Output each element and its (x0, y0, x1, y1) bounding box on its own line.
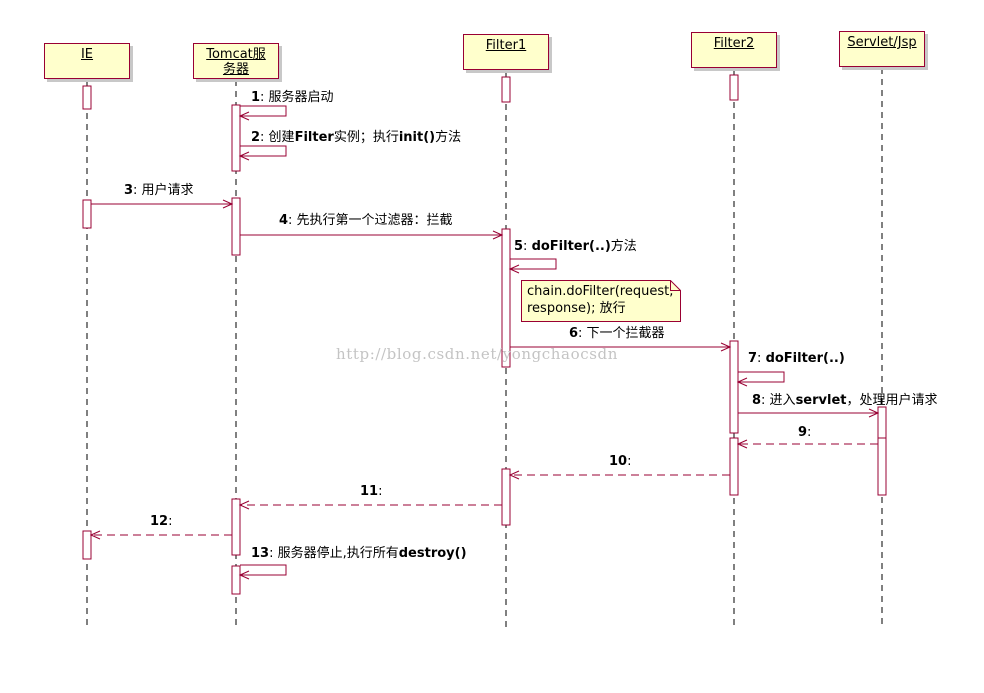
message-label-part: : 服务器停止,执行所有 (269, 546, 399, 561)
message-label-m8: 8: 进入servlet，处理用户请求 (752, 393, 938, 409)
arrowhead-m12 (89, 530, 101, 540)
message-label-part: : 下一个拦截器 (578, 326, 665, 341)
arrowhead-m5 (508, 264, 520, 274)
arrowhead-m8 (868, 408, 880, 418)
message-label-m6: 6: 下一个拦截器 (569, 326, 665, 342)
message-arrow-m5[interactable] (510, 258, 557, 270)
message-label-part: : (807, 425, 812, 440)
lane-head-filter1[interactable]: Filter1 (463, 34, 549, 70)
message-label-part: 6 (569, 326, 579, 341)
activation-ie-2 (82, 530, 92, 560)
message-label-part: : (627, 454, 632, 469)
message-label-m3: 3: 用户请求 (124, 183, 194, 199)
message-label-part: doFilter(..) (765, 351, 845, 366)
message-label-part: 9 (798, 425, 808, 440)
activation-servlet-14 (877, 437, 887, 496)
message-label-part: 3 (124, 183, 134, 198)
arrowhead-m11 (238, 500, 250, 510)
message-label-part: 2 (251, 130, 261, 145)
message-label-part: : 服务器启动 (260, 90, 334, 105)
arrowhead-m6 (720, 342, 732, 352)
message-label-m10: 10: (609, 454, 631, 470)
message-label-part: : 创建 (260, 130, 295, 145)
message-arrow-m7[interactable] (738, 371, 785, 383)
message-label-part: destroy() (398, 546, 467, 561)
message-label-m5: 5: doFilter(..)方法 (514, 239, 637, 255)
message-label-part: doFilter(..) (531, 239, 611, 254)
activation-filter2-11 (729, 340, 739, 434)
message-label-part: : (523, 239, 532, 254)
activation-tomcat-3 (231, 104, 241, 172)
message-label-part: : 进入 (761, 393, 796, 408)
message-label-part: servlet (795, 393, 847, 408)
message-label-part: : (378, 484, 383, 499)
activation-tomcat-6 (231, 565, 241, 595)
activation-ie-0 (82, 85, 92, 110)
lane-name-filter1: Filter1 (485, 38, 527, 53)
lane-name-servlet: Servlet/Jsp (847, 35, 917, 50)
arrowhead-m7 (736, 377, 748, 387)
message-label-m2: 2: 创建Filter实例；执行init()方法 (251, 130, 461, 146)
arrowhead-m10 (508, 470, 520, 480)
message-label-part: 4 (279, 213, 289, 228)
watermark-url: http://blog.csdn.net/yongchaocsdn (336, 345, 618, 363)
message-arrow-m13[interactable] (240, 564, 287, 576)
activation-filter1-9 (501, 468, 511, 526)
message-label-m13: 13: 服务器停止,执行所有destroy() (251, 546, 467, 562)
lane-name-filter2: Filter2 (713, 36, 755, 51)
message-label-part: : (168, 514, 173, 529)
message-label-m11: 11: (360, 484, 382, 500)
lane-head-servlet[interactable]: Servlet/Jsp (839, 31, 925, 67)
message-label-part: 10 (609, 454, 628, 469)
activation-tomcat-5 (231, 498, 241, 556)
lane-head-tomcat[interactable]: Tomcat服务器 (193, 43, 279, 79)
message-label-part: init() (398, 130, 436, 145)
activation-filter1-8 (501, 228, 511, 368)
message-label-part: 方法 (610, 239, 637, 254)
message-label-part: ，处理用户请求 (846, 393, 938, 408)
message-label-part: 13 (251, 546, 270, 561)
arrowhead-m1 (238, 111, 250, 121)
activation-filter1-7 (501, 76, 511, 103)
message-label-m7: 7: doFilter(..) (748, 351, 845, 367)
message-label-m1: 1: 服务器启动 (251, 90, 334, 106)
message-label-part: 11 (360, 484, 379, 499)
message-label-m4: 4: 先执行第一个过滤器：拦截 (279, 213, 453, 229)
message-label-m9: 9: (798, 425, 811, 441)
message-label-part: : 用户请求 (133, 183, 194, 198)
arrowhead-m2 (238, 151, 250, 161)
message-label-m12: 12: (150, 514, 172, 530)
activation-filter2-10 (729, 74, 739, 101)
arrowhead-m9 (736, 439, 748, 449)
message-arrow-m1[interactable] (240, 105, 287, 117)
message-label-part: 7 (748, 351, 758, 366)
note-text: chain.doFilter(request, response); 放行 (527, 284, 674, 316)
lane-head-filter2[interactable]: Filter2 (691, 32, 777, 68)
lane-name-tomcat: Tomcat服务器 (206, 47, 266, 77)
message-label-part: 5 (514, 239, 524, 254)
message-arrow-m2[interactable] (240, 145, 287, 157)
lane-head-ie[interactable]: IE (44, 43, 130, 79)
message-label-part: Filter (294, 130, 334, 145)
message-label-part: 12 (150, 514, 169, 529)
activation-ie-1 (82, 199, 92, 229)
activation-filter2-12 (729, 437, 739, 496)
arrowhead-m3 (222, 199, 234, 209)
arrowhead-m13 (238, 570, 250, 580)
note-shape (521, 280, 681, 322)
message-label-part: 实例；执行 (333, 130, 399, 145)
message-label-part: 方法 (435, 130, 462, 145)
lane-name-ie: IE (80, 47, 94, 62)
note-chain-dofilter[interactable]: chain.doFilter(request, response); 放行 (521, 280, 681, 322)
message-label-part: 8 (752, 393, 762, 408)
message-label-part: 1 (251, 90, 261, 105)
arrowhead-m4 (492, 230, 504, 240)
message-label-part: : 先执行第一个过滤器：拦截 (288, 213, 453, 228)
activation-tomcat-4 (231, 197, 241, 256)
message-label-part: : (757, 351, 766, 366)
